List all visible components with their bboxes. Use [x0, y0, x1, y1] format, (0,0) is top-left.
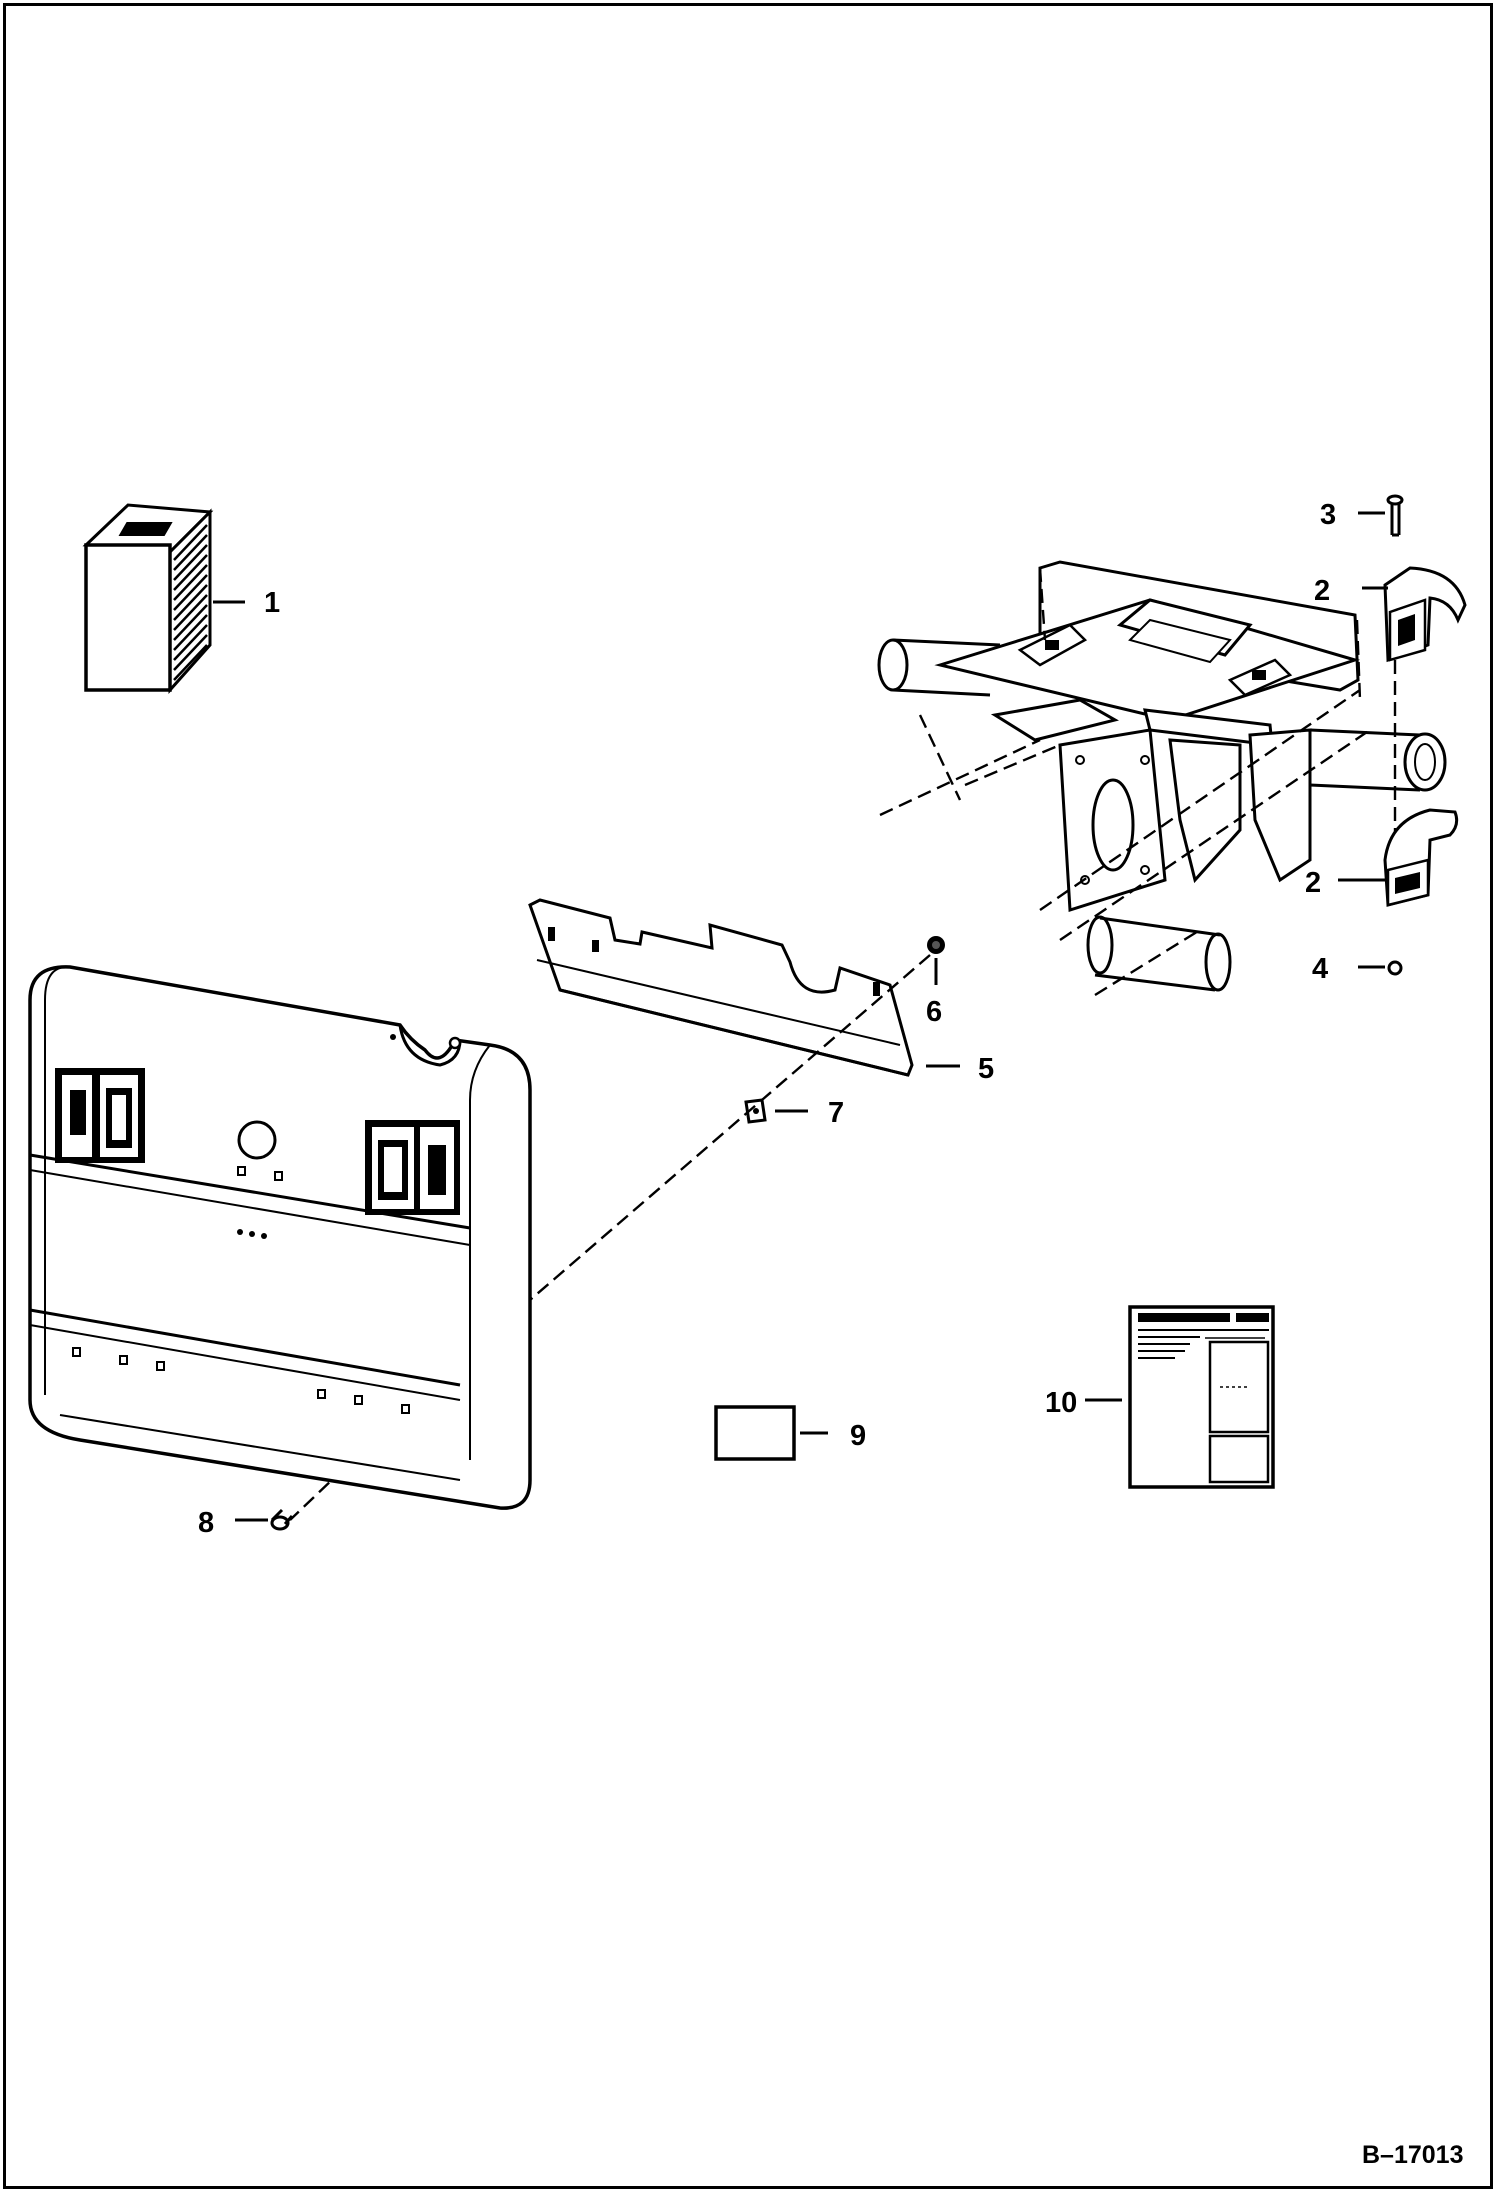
part-1-manual[interactable] — [82, 503, 214, 694]
callout-3: 3 — [1320, 499, 1336, 531]
part-2-clamp-upper[interactable] — [1383, 566, 1467, 663]
drawing-border — [3, 3, 1493, 2189]
part-3-bolt[interactable] — [1386, 494, 1404, 537]
callout-7: 7 — [828, 1097, 844, 1129]
document-id: B–17013 — [1362, 2141, 1463, 2169]
part-8-screw[interactable] — [270, 1508, 294, 1531]
assembly-line-6-7 — [529, 954, 931, 1301]
callout-2-upper: 2 — [1314, 575, 1330, 607]
callout-10: 10 — [1045, 1387, 1077, 1419]
callout-5: 5 — [978, 1053, 994, 1085]
leader-lines — [213, 511, 1388, 1522]
part-10-decal-sheet[interactable] — [1128, 1305, 1275, 1489]
callout-2-lower: 2 — [1305, 867, 1321, 899]
callout-4: 4 — [1312, 953, 1328, 985]
part-4-nut[interactable] — [1387, 960, 1403, 976]
part-6-nut[interactable] — [927, 936, 945, 954]
dash-panel-cover[interactable] — [28, 965, 532, 1510]
frame-weldment[interactable] — [877, 560, 1447, 997]
part-7-square-washer[interactable] — [744, 1098, 767, 1124]
callout-8: 8 — [198, 1507, 214, 1539]
callout-6: 6 — [926, 996, 942, 1028]
callout-9: 9 — [850, 1420, 866, 1452]
callout-1: 1 — [264, 587, 280, 619]
part-9-decal[interactable] — [714, 1405, 796, 1461]
part-5-bracket-plate[interactable] — [528, 898, 914, 1077]
part-2-clamp-lower[interactable] — [1383, 808, 1459, 907]
